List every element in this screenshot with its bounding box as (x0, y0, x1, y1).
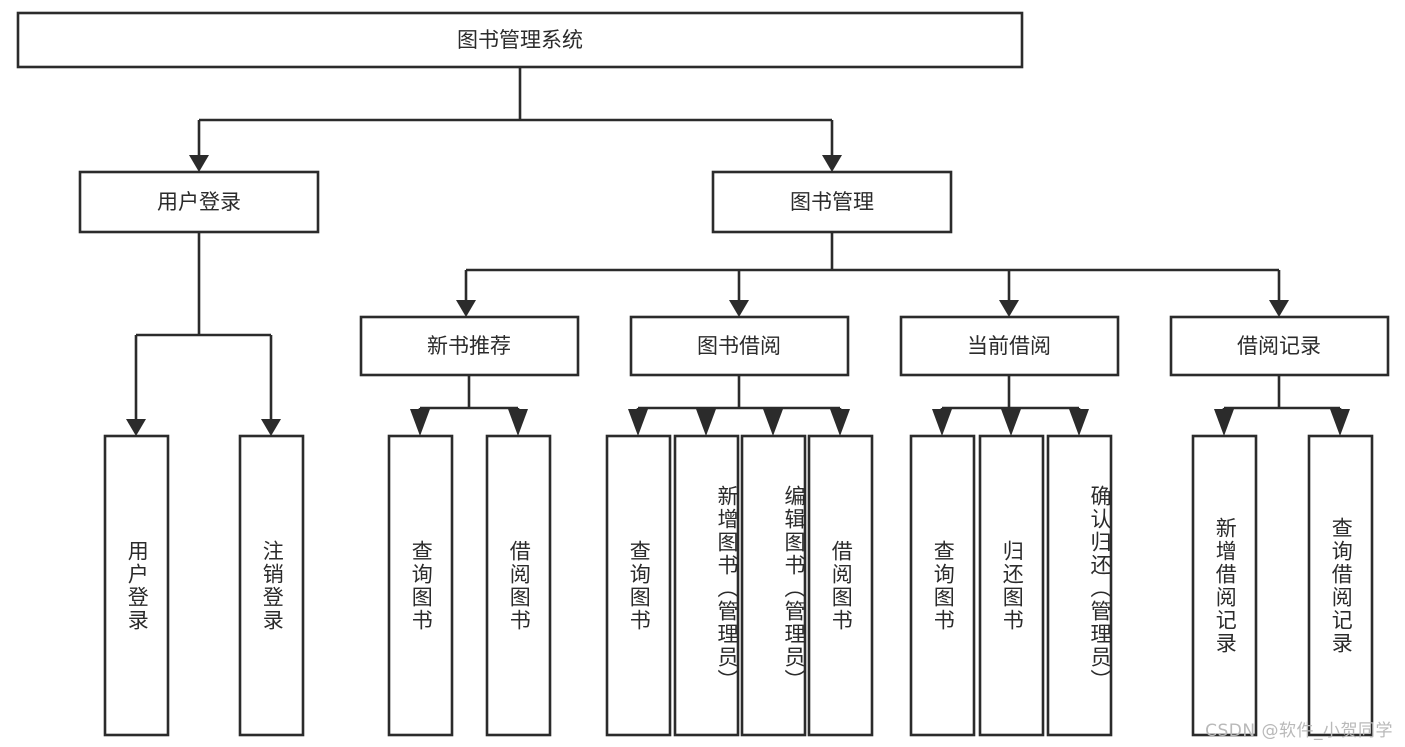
node-book-borrow[interactable]: 图书借阅 (629, 315, 850, 377)
connectors-book-manage (456, 232, 1289, 317)
arrow-bb-c4 (830, 409, 850, 436)
connectors-new-book-recommend (410, 375, 528, 436)
node-new-book-recommend-label: 新书推荐 (427, 334, 511, 358)
node-book-manage-box[interactable] (711, 170, 953, 234)
node-current-borrow-label: 当前借阅 (967, 334, 1051, 358)
connectors-user-login (126, 232, 281, 436)
arrow-cb-c2 (1001, 409, 1021, 436)
node-root-box[interactable] (16, 11, 1024, 69)
arrow-bm-c2 (729, 300, 749, 317)
arrow-bm-c3 (999, 300, 1019, 317)
arrow-br-c2 (1330, 409, 1350, 436)
leaf-box-add-record[interactable] (1191, 434, 1258, 737)
node-user-login-box[interactable] (78, 170, 320, 234)
node-new-book-recommend[interactable]: 新书推荐 (359, 315, 580, 377)
node-book-borrow-label: 图书借阅 (697, 334, 781, 358)
node-root[interactable]: 图书管理系统 (16, 11, 1024, 69)
leaf-box-borrow-book-2[interactable] (807, 434, 874, 737)
connectors-root (189, 67, 842, 172)
leaf-box-user-logout[interactable] (238, 434, 305, 737)
leaf-box-borrow-book-1[interactable] (485, 434, 552, 737)
arrow-nbr-c2 (508, 409, 528, 436)
leaf-box-query-book-1[interactable] (387, 434, 454, 737)
leaf-box-edit-book[interactable] (740, 434, 807, 737)
arrow-bm-c4 (1269, 300, 1289, 317)
arrow-user-login-c2 (261, 419, 281, 436)
node-new-book-recommend-box[interactable] (359, 315, 580, 377)
node-borrow-record-label: 借阅记录 (1237, 334, 1321, 358)
node-borrow-record[interactable]: 借阅记录 (1169, 315, 1390, 377)
node-root-label: 图书管理系统 (457, 28, 583, 52)
arrow-cb-c3 (1069, 409, 1089, 436)
arrow-bb-c1 (628, 409, 648, 436)
node-current-borrow-box[interactable] (899, 315, 1120, 377)
arrow-br-c1 (1214, 409, 1234, 436)
leaf-box-add-book[interactable] (673, 434, 740, 737)
arrow-bb-c2 (696, 409, 716, 436)
arrow-cb-c1 (932, 409, 952, 436)
connectors-book-borrow (628, 375, 850, 436)
arrow-root-to-book-manage (822, 155, 842, 172)
leaf-boxes (103, 434, 1374, 737)
leaf-box-confirm-return[interactable] (1046, 434, 1113, 737)
node-book-manage-label: 图书管理 (790, 190, 874, 214)
arrow-bb-c3 (763, 409, 783, 436)
leaf-box-query-book-3[interactable] (909, 434, 976, 737)
node-book-borrow-box[interactable] (629, 315, 850, 377)
leaf-box-query-record[interactable] (1307, 434, 1374, 737)
node-current-borrow[interactable]: 当前借阅 (899, 315, 1120, 377)
connectors-current-borrow (932, 375, 1089, 436)
csdn-watermark: CSDN @软件_小贺同学 (1205, 721, 1393, 741)
node-book-manage[interactable]: 图书管理 (711, 170, 953, 234)
leaf-box-return-book[interactable] (978, 434, 1045, 737)
arrow-user-login-c1 (126, 419, 146, 436)
connectors-borrow-record (1214, 375, 1350, 436)
arrow-nbr-c1 (410, 409, 430, 436)
arrow-root-to-user-login (189, 155, 209, 172)
node-borrow-record-box[interactable] (1169, 315, 1390, 377)
node-user-login[interactable]: 用户登录 (78, 170, 320, 234)
leaf-box-user-login[interactable] (103, 434, 170, 737)
node-user-login-label: 用户登录 (157, 190, 241, 214)
arrow-bm-c1 (456, 300, 476, 317)
leaf-box-query-book-2[interactable] (605, 434, 672, 737)
